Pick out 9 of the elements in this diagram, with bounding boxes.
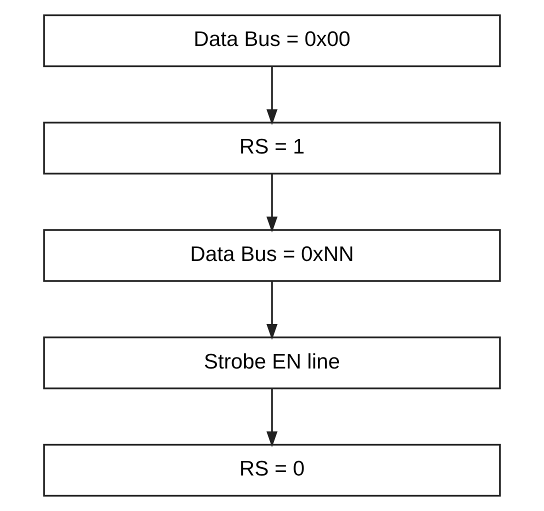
- arrow: [266, 174, 278, 232]
- arrow: [266, 388, 278, 448]
- node-box: Data Bus = 0x00: [43, 14, 501, 68]
- node-box: Strobe EN line: [43, 336, 501, 390]
- node-box: Data Bus = 0xNN: [43, 229, 501, 282]
- node-box: RS = 0: [43, 444, 501, 497]
- node-box: RS = 1: [43, 122, 501, 175]
- arrow: [266, 281, 278, 340]
- arrow: [266, 66, 278, 126]
